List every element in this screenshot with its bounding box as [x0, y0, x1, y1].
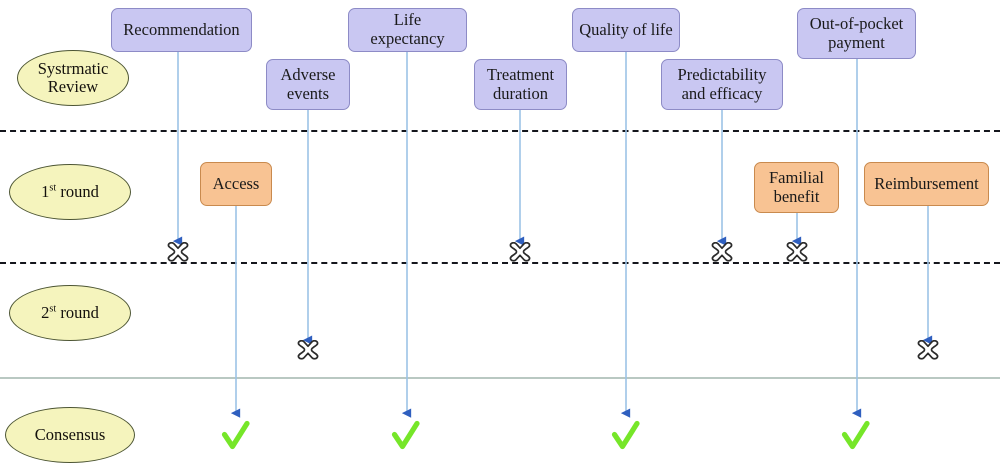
criterion-out-of-pocket-payment[interactable]: Out-of-pocket payment: [797, 8, 916, 59]
round-item-reimbursement[interactable]: Reimbursement: [864, 162, 989, 206]
dropped-x-icon: [167, 241, 189, 262]
round-item-access-label: Access: [212, 173, 260, 193]
accepted-check-icon: [611, 419, 641, 453]
stage-second-round: 2st round: [9, 285, 131, 341]
stage-label: Systrmatic Review: [37, 58, 109, 96]
sep-round2-consensus: [0, 377, 1000, 379]
dropped-x-icon: [786, 241, 808, 262]
stage-consensus: Consensus: [5, 407, 135, 463]
stage-label: 2st round: [41, 302, 99, 322]
dropped-x-icon: [509, 241, 531, 262]
round-item-familial-benefit[interactable]: Familial benefit: [754, 162, 839, 213]
sep-review-round1: [0, 130, 1000, 132]
criterion-adverse-events-label: Adverse events: [280, 64, 336, 103]
stage-systematic-review: Systrmatic Review: [17, 50, 129, 106]
dropped-x-icon: [711, 241, 733, 262]
accepted-check-icon: [841, 419, 871, 453]
criterion-predictability-and-efficacy[interactable]: Predictability and efficacy: [661, 59, 783, 110]
round-item-familial-benefit-label: Familial benefit: [769, 167, 824, 206]
stage-label: Consensus: [34, 424, 106, 444]
dropped-x-icon: [297, 339, 319, 360]
criterion-quality-of-life[interactable]: Quality of life: [572, 8, 680, 52]
stage-label: 1st round: [41, 181, 99, 201]
stage-first-round: 1st round: [9, 164, 131, 220]
criterion-recommendation[interactable]: Recommendation: [111, 8, 252, 52]
criterion-predictability-and-efficacy-label: Predictability and efficacy: [677, 64, 767, 103]
criterion-treatment-duration[interactable]: Treatment duration: [474, 59, 567, 110]
accepted-check-icon: [391, 419, 421, 453]
accepted-check-icon: [221, 419, 251, 453]
round-item-access[interactable]: Access: [200, 162, 272, 206]
dropped-x-icon: [917, 339, 939, 360]
round-item-reimbursement-label: Reimbursement: [874, 173, 979, 193]
criterion-life-expectancy-label: Life expectancy: [370, 10, 445, 48]
criterion-adverse-events[interactable]: Adverse events: [266, 59, 350, 110]
criterion-quality-of-life-label: Quality of life: [579, 19, 673, 39]
criterion-treatment-duration-label: Treatment duration: [486, 64, 555, 103]
criterion-recommendation-label: Recommendation: [123, 19, 240, 39]
sep-round1-round2: [0, 262, 1000, 264]
criterion-out-of-pocket-payment-label: Out-of-pocket payment: [809, 13, 904, 52]
criterion-life-expectancy[interactable]: Life expectancy: [348, 8, 467, 52]
